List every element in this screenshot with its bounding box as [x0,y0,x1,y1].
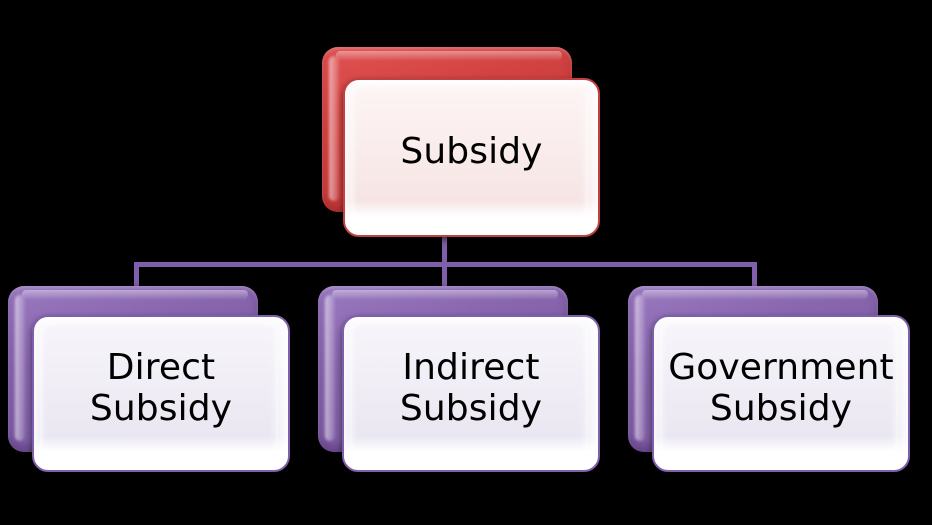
connector-branch-indirect [442,262,447,290]
node-government-subsidy-front-plate[interactable]: Government Subsidy [652,315,910,472]
connector-branch-government [752,262,757,290]
node-indirect-subsidy-front-plate[interactable]: Indirect Subsidy [342,315,600,472]
node-government-subsidy-label: Government Subsidy [668,347,894,429]
node-direct-subsidy-front-plate[interactable]: Direct Subsidy [32,315,290,472]
node-direct-subsidy-label: Direct Subsidy [89,347,233,429]
connector-root-stem [442,234,447,266]
node-direct-subsidy[interactable]: Direct Subsidy [8,286,290,472]
node-subsidy-front-plate[interactable]: Subsidy [343,78,600,237]
node-indirect-subsidy-label: Indirect Subsidy [399,347,543,429]
node-indirect-subsidy[interactable]: Indirect Subsidy [318,286,600,472]
node-subsidy[interactable]: Subsidy [322,47,600,237]
node-government-subsidy[interactable]: Government Subsidy [628,286,910,472]
node-subsidy-label: Subsidy [400,131,543,173]
connector-branch-direct [134,262,139,290]
